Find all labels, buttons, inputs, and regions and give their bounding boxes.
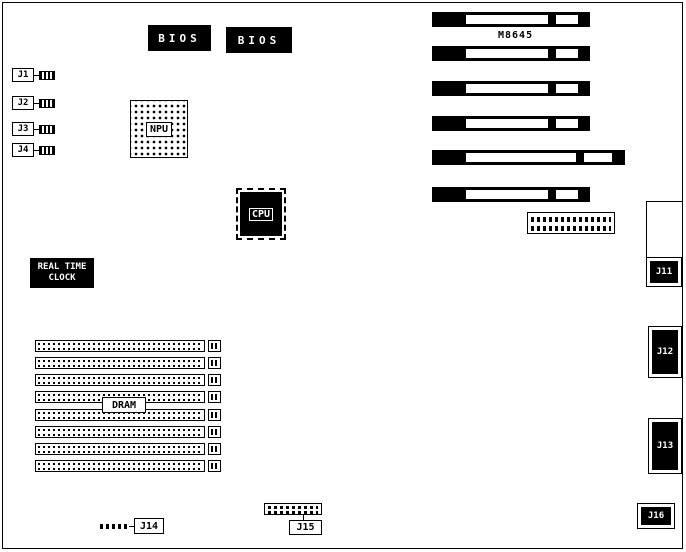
connector-j4: J4 (12, 143, 55, 157)
connector-j2: J2 (12, 96, 55, 110)
simm-socket-end (208, 391, 221, 403)
expansion-slot-6 (432, 187, 590, 202)
pin-grid-icon (39, 98, 55, 108)
npu-label: NPU (145, 121, 173, 137)
pin-grid-icon (39, 145, 55, 155)
slot-segment (556, 84, 578, 93)
simm-socket-body (35, 460, 205, 472)
simm-socket-body (35, 340, 205, 352)
connector-j16-body: J16 (641, 507, 671, 525)
simm-socket-6 (35, 426, 221, 438)
connector-j1-lead (34, 74, 39, 76)
connector-j2-label: J2 (12, 96, 34, 110)
board-model-label: M8645 (496, 30, 536, 41)
simm-socket-8 (35, 460, 221, 472)
connector-j11-body: J11 (650, 261, 678, 283)
connector-j16: J16 (637, 503, 675, 529)
connector-j14-lead (129, 526, 135, 527)
connector-j15-label: J15 (296, 522, 315, 533)
expansion-slot-2 (432, 46, 590, 61)
simm-socket-body (35, 426, 205, 438)
pin-grid-icon (39, 124, 55, 134)
simm-socket-2 (35, 357, 221, 369)
simm-socket-end (208, 357, 221, 369)
slot-segment (556, 49, 578, 58)
connector-j3: J3 (12, 122, 55, 136)
connector-j12-body: J12 (652, 330, 678, 374)
connector-j1: J1 (12, 68, 55, 82)
slot-segment (466, 153, 576, 162)
simm-socket-7 (35, 443, 221, 455)
slot-segment (466, 15, 548, 24)
connector-j15-lead (303, 515, 304, 520)
bios-chip-left-label: BIOS (158, 31, 201, 45)
simm-socket-end (208, 409, 221, 421)
rtc-chip: REAL TIME CLOCK (30, 258, 94, 288)
expansion-slot-3 (432, 81, 590, 96)
simm-socket-end (208, 460, 221, 472)
connector-j13-label: J13 (656, 441, 674, 451)
cpu-label: CPU (248, 207, 274, 221)
simm-socket-end (208, 340, 221, 352)
connector-j14-label-box: J14 (134, 518, 164, 534)
connector-j11-label: J11 (655, 267, 673, 277)
connector-j13-body: J13 (652, 422, 678, 470)
slot-segment (466, 190, 548, 199)
connector-j12-label: J12 (656, 347, 674, 357)
connector-j3-label: J3 (12, 122, 34, 136)
pin-grid-icon (39, 70, 55, 80)
connector-j16-label: J16 (647, 511, 665, 521)
connector-j15-pins (264, 503, 322, 515)
connector-j1-label: J1 (12, 68, 34, 82)
simm-socket-body (35, 443, 205, 455)
connector-j13: J13 (648, 418, 682, 474)
simm-socket-body (35, 357, 205, 369)
connector-j14-pins (100, 523, 130, 530)
connector-j2-lead (34, 102, 39, 104)
connector-j11: J11 (646, 257, 682, 287)
expansion-slot-5 (432, 150, 625, 165)
connector-j4-lead (34, 149, 39, 151)
bios-chip-right-label: BIOS (237, 33, 281, 47)
expansion-slot-4 (432, 116, 590, 131)
connector-j14-label: J14 (139, 520, 159, 532)
dram-label: DRAM (102, 397, 146, 413)
slot-segment (556, 190, 578, 199)
npu-core: NPU (131, 101, 187, 157)
pin-header-connector (527, 212, 615, 234)
rtc-label-line2: CLOCK (48, 273, 76, 283)
rtc-label-line1: REAL TIME (37, 262, 87, 272)
simm-socket-body (35, 374, 205, 386)
bios-chip-right: BIOS (226, 27, 292, 53)
connector-j12: J12 (648, 326, 682, 378)
connector-j3-lead (34, 128, 39, 130)
simm-socket-1 (35, 340, 221, 352)
slot-segment (556, 15, 578, 24)
dram-label-text: DRAM (111, 399, 137, 411)
slot-segment (466, 119, 548, 128)
slot-segment (584, 153, 612, 162)
slot-segment (466, 84, 548, 93)
expansion-slot-1 (432, 12, 590, 27)
bios-chip-left: BIOS (148, 25, 211, 51)
board-edge-line-vertical (646, 201, 647, 257)
cpu-chip: CPU (236, 188, 286, 240)
slot-segment (466, 49, 548, 58)
slot-segment (556, 119, 578, 128)
simm-socket-end (208, 426, 221, 438)
simm-socket-end (208, 443, 221, 455)
connector-j15-label-box: J15 (289, 520, 322, 535)
simm-socket-end (208, 374, 221, 386)
connector-j4-label: J4 (12, 143, 34, 157)
board-edge-line-horizontal (646, 201, 682, 202)
simm-socket-3 (35, 374, 221, 386)
npu-socket: NPU (130, 100, 188, 158)
